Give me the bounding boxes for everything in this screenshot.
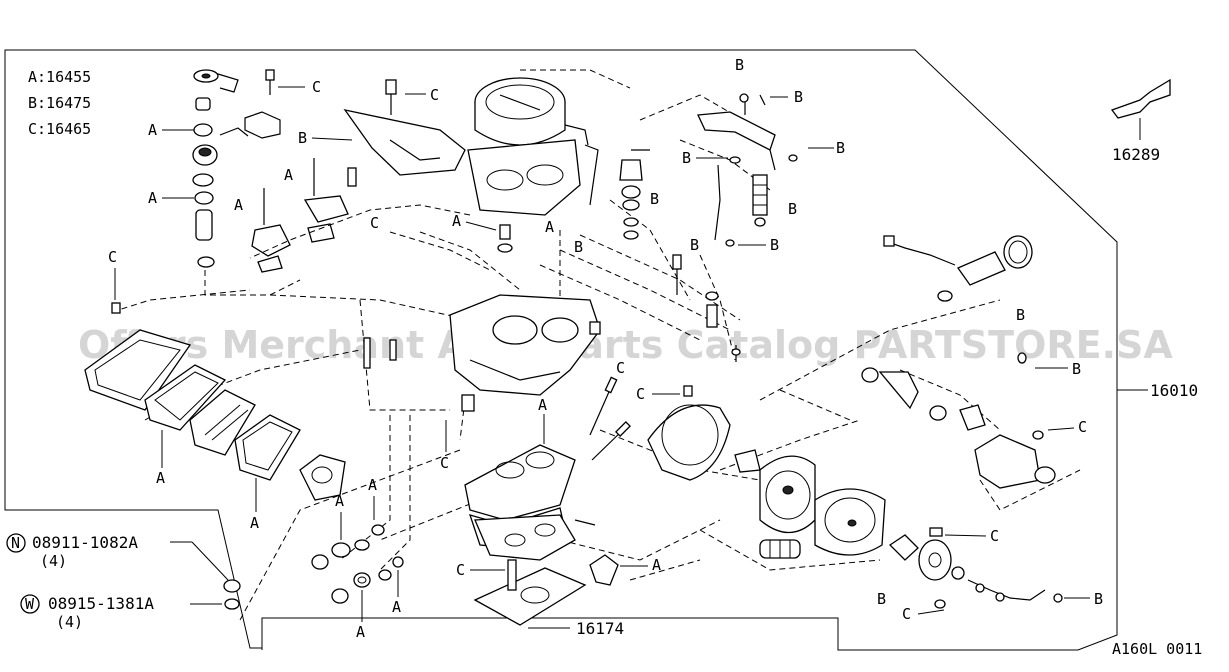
callout-b: B [650,190,659,208]
diaphragm [759,455,886,559]
callout-c: C [990,527,999,545]
callout-a: A [538,396,547,414]
callout-b: B [1072,360,1081,378]
callout-c: C [312,78,321,96]
washer-part [224,598,240,610]
nut-part [223,579,241,593]
diagram-code: A160L 0011 [1112,640,1202,658]
callout-a: A [545,218,554,236]
nut-symbol [6,533,26,553]
part-16010: 16010 [1150,381,1198,400]
part-16174: 16174 [576,619,624,638]
needle-valve [619,149,650,240]
nut-symbol-letter: N [11,534,20,552]
throttle-body [464,444,596,561]
choke-parts-right [861,352,1075,489]
callout-b: B [770,236,779,254]
callout-b: B [682,149,691,167]
callout-a: A [148,189,157,207]
callout-a: A [652,556,661,574]
callout-b: B [1094,590,1103,608]
washer-quantity: (4) [56,613,83,631]
callout-b: B [877,590,886,608]
washer-symbol-letter: W [25,595,35,613]
callout-c: C [370,214,379,232]
callout-c: C [456,561,465,579]
callout-a: A [284,166,293,184]
air-horn [467,77,599,216]
nut-part-number: 08911-1082A [32,533,138,552]
idle-screws [589,376,631,461]
washer-symbol [20,594,40,614]
throttle-linkage [697,93,834,247]
legend-a: A:16455 [28,68,91,86]
exploded-guide-lines [111,69,1081,621]
power-valve [299,454,346,501]
choke-link-parts [193,69,305,139]
main-body [363,224,601,412]
throttle-lever [589,554,619,586]
nut-quantity: (4) [40,552,67,570]
callout-a: A [156,469,165,487]
callout-b: B [574,238,583,256]
small-seals [311,524,404,604]
callout-c: C [616,359,625,377]
jets [672,254,741,362]
callout-a: A [148,121,157,139]
callout-c: C [1078,418,1087,436]
callout-a: A [392,598,401,616]
callout-a: A [356,623,365,641]
bracket-16289 [1110,78,1171,140]
watermark-text: Offers Merchant Auto Parts Catalog PARTS… [78,323,1173,367]
float-cover-set [84,302,301,481]
assembly-boundary [4,49,1118,651]
callout-b: B [690,236,699,254]
callout-a: A [250,514,259,532]
callout-b: B [836,139,845,157]
lever-assembly [251,158,357,273]
pump-stack [192,97,218,268]
callout-b: B [298,129,307,147]
callout-a: A [368,476,377,494]
callout-b: B [794,88,803,106]
callout-b: B [1016,306,1025,324]
base-gasket [473,559,587,626]
callout-b: B [735,56,744,74]
callout-c: C [636,385,645,403]
choke-bracket [343,79,466,176]
lower-right-parts [888,527,1063,609]
fuel-cut-solenoid [883,235,1033,302]
diaphragm-cover [647,385,761,481]
legend-c: C:16465 [28,120,91,138]
callout-a: A [234,196,243,214]
washer-part-number: 08915-1381A [48,594,154,613]
callout-c: C [440,454,449,472]
callout-a: A [335,492,344,510]
callout-c: C [902,605,911,623]
callout-c: C [430,86,439,104]
callout-b: B [788,200,797,218]
part-16289: 16289 [1112,145,1160,164]
callout-c: C [108,248,117,266]
callout-a: A [452,212,461,230]
legend-b: B:16475 [28,94,91,112]
